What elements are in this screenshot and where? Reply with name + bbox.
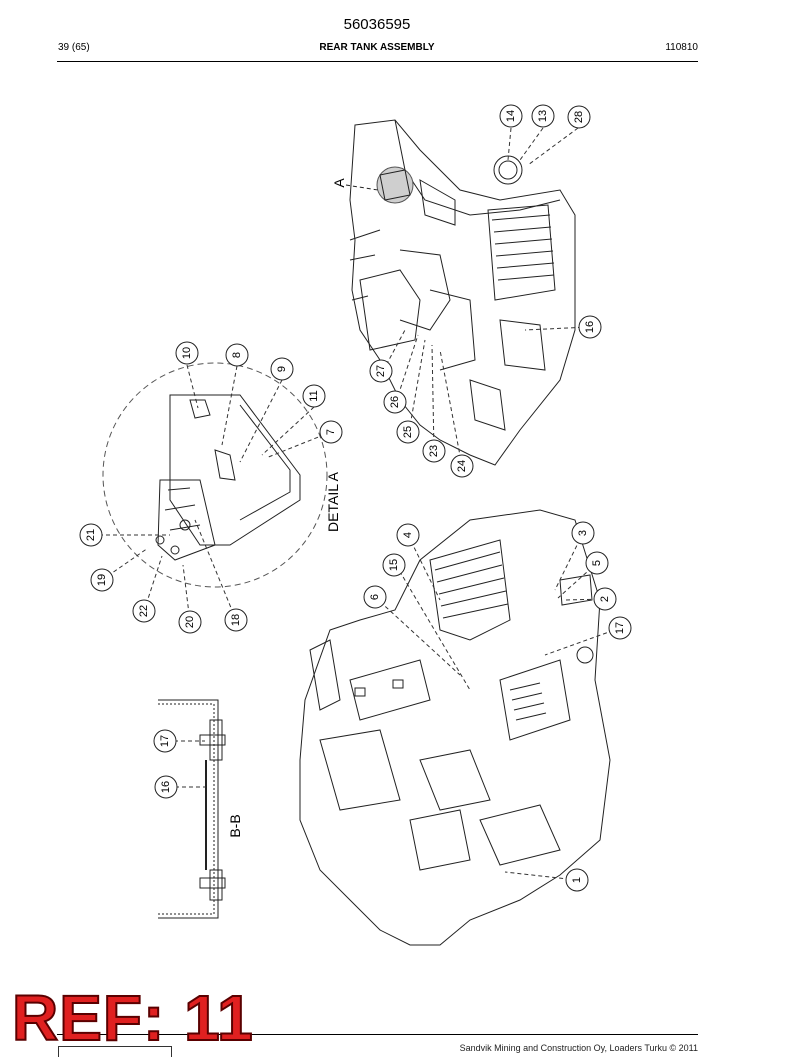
detail-a-label: DETAIL A xyxy=(325,471,341,532)
section-b-b-label: B-B xyxy=(227,814,243,837)
callout-2: 2 xyxy=(593,587,617,611)
callout-21: 21 xyxy=(79,523,103,547)
callout-10: 10 xyxy=(175,341,199,365)
svg-text:4: 4 xyxy=(402,532,414,538)
view-a-marker: A xyxy=(331,178,347,188)
callout-13: 13 xyxy=(531,104,555,128)
callout-22: 22 xyxy=(132,599,156,623)
svg-text:27: 27 xyxy=(375,365,387,377)
svg-text:18: 18 xyxy=(230,614,242,626)
svg-text:9: 9 xyxy=(276,366,288,372)
callout-3: 3 xyxy=(571,521,595,545)
callout-11: 11 xyxy=(302,384,326,408)
svg-text:3: 3 xyxy=(577,530,589,536)
callout-17-lower: 17 xyxy=(608,616,632,640)
svg-text:8: 8 xyxy=(231,352,243,358)
callout-26: 26 xyxy=(383,390,407,414)
svg-text:16: 16 xyxy=(160,781,172,793)
svg-text:10: 10 xyxy=(181,347,193,359)
callout-24: 24 xyxy=(450,454,474,478)
svg-text:20: 20 xyxy=(184,616,196,628)
sandvik-logo xyxy=(58,1046,172,1057)
document-number: 56036595 xyxy=(343,16,411,33)
document-date: 110810 xyxy=(665,42,698,53)
page-index: 39 (65) xyxy=(58,42,90,53)
callout-5: 5 xyxy=(585,551,609,575)
header-rule xyxy=(57,61,698,62)
svg-text:7: 7 xyxy=(325,429,337,435)
callout-15: 15 xyxy=(382,553,406,577)
svg-text:22: 22 xyxy=(138,605,150,617)
upper-assembly-view xyxy=(345,119,576,466)
callout-8: 8 xyxy=(225,343,249,367)
svg-text:13: 13 xyxy=(537,110,549,122)
footer-copyright: Sandvik Mining and Construction Oy, Load… xyxy=(459,1043,698,1053)
callout-27: 27 xyxy=(369,359,393,383)
page-title: REAR TANK ASSEMBLY xyxy=(319,42,435,53)
svg-text:5: 5 xyxy=(591,560,603,566)
svg-text:14: 14 xyxy=(505,110,517,122)
detail-a-view xyxy=(102,362,328,588)
svg-text:28: 28 xyxy=(573,111,585,123)
callouts: 14 13 28 16 10 8 9 11 7 27 26 25 23 24 2… xyxy=(79,104,632,892)
footer-rule xyxy=(57,1034,698,1035)
svg-text:26: 26 xyxy=(389,396,401,408)
svg-text:21: 21 xyxy=(85,529,97,541)
callout-18: 18 xyxy=(224,608,248,632)
callout-20: 20 xyxy=(178,610,202,634)
callout-14: 14 xyxy=(499,104,523,128)
callout-6: 6 xyxy=(363,585,387,609)
callout-25: 25 xyxy=(396,420,420,444)
svg-text:15: 15 xyxy=(388,559,400,571)
callout-23: 23 xyxy=(422,439,446,463)
callout-1: 1 xyxy=(565,868,589,892)
section-b-b-view xyxy=(158,699,226,919)
callout-16-section: 16 xyxy=(154,775,178,799)
svg-text:25: 25 xyxy=(402,426,414,438)
svg-text:23: 23 xyxy=(428,445,440,457)
callout-28: 28 xyxy=(567,105,591,129)
lower-assembly-view xyxy=(299,509,611,946)
svg-text:6: 6 xyxy=(369,594,381,600)
svg-text:17: 17 xyxy=(159,735,171,747)
callout-4: 4 xyxy=(396,523,420,547)
ref-stamp: REF: 11 xyxy=(11,982,254,1054)
svg-text:11: 11 xyxy=(308,390,320,401)
svg-text:1: 1 xyxy=(571,877,583,883)
callout-16-upper: 16 xyxy=(578,315,602,339)
callout-19: 19 xyxy=(90,568,114,592)
callout-7: 7 xyxy=(319,420,343,444)
callout-17-section: 17 xyxy=(153,729,177,753)
leader-lines xyxy=(92,127,621,881)
svg-text:16: 16 xyxy=(584,321,596,333)
svg-text:24: 24 xyxy=(456,460,468,472)
svg-text:2: 2 xyxy=(599,596,611,602)
svg-text:19: 19 xyxy=(96,574,108,586)
svg-text:17: 17 xyxy=(614,622,626,634)
callout-9: 9 xyxy=(270,357,294,381)
